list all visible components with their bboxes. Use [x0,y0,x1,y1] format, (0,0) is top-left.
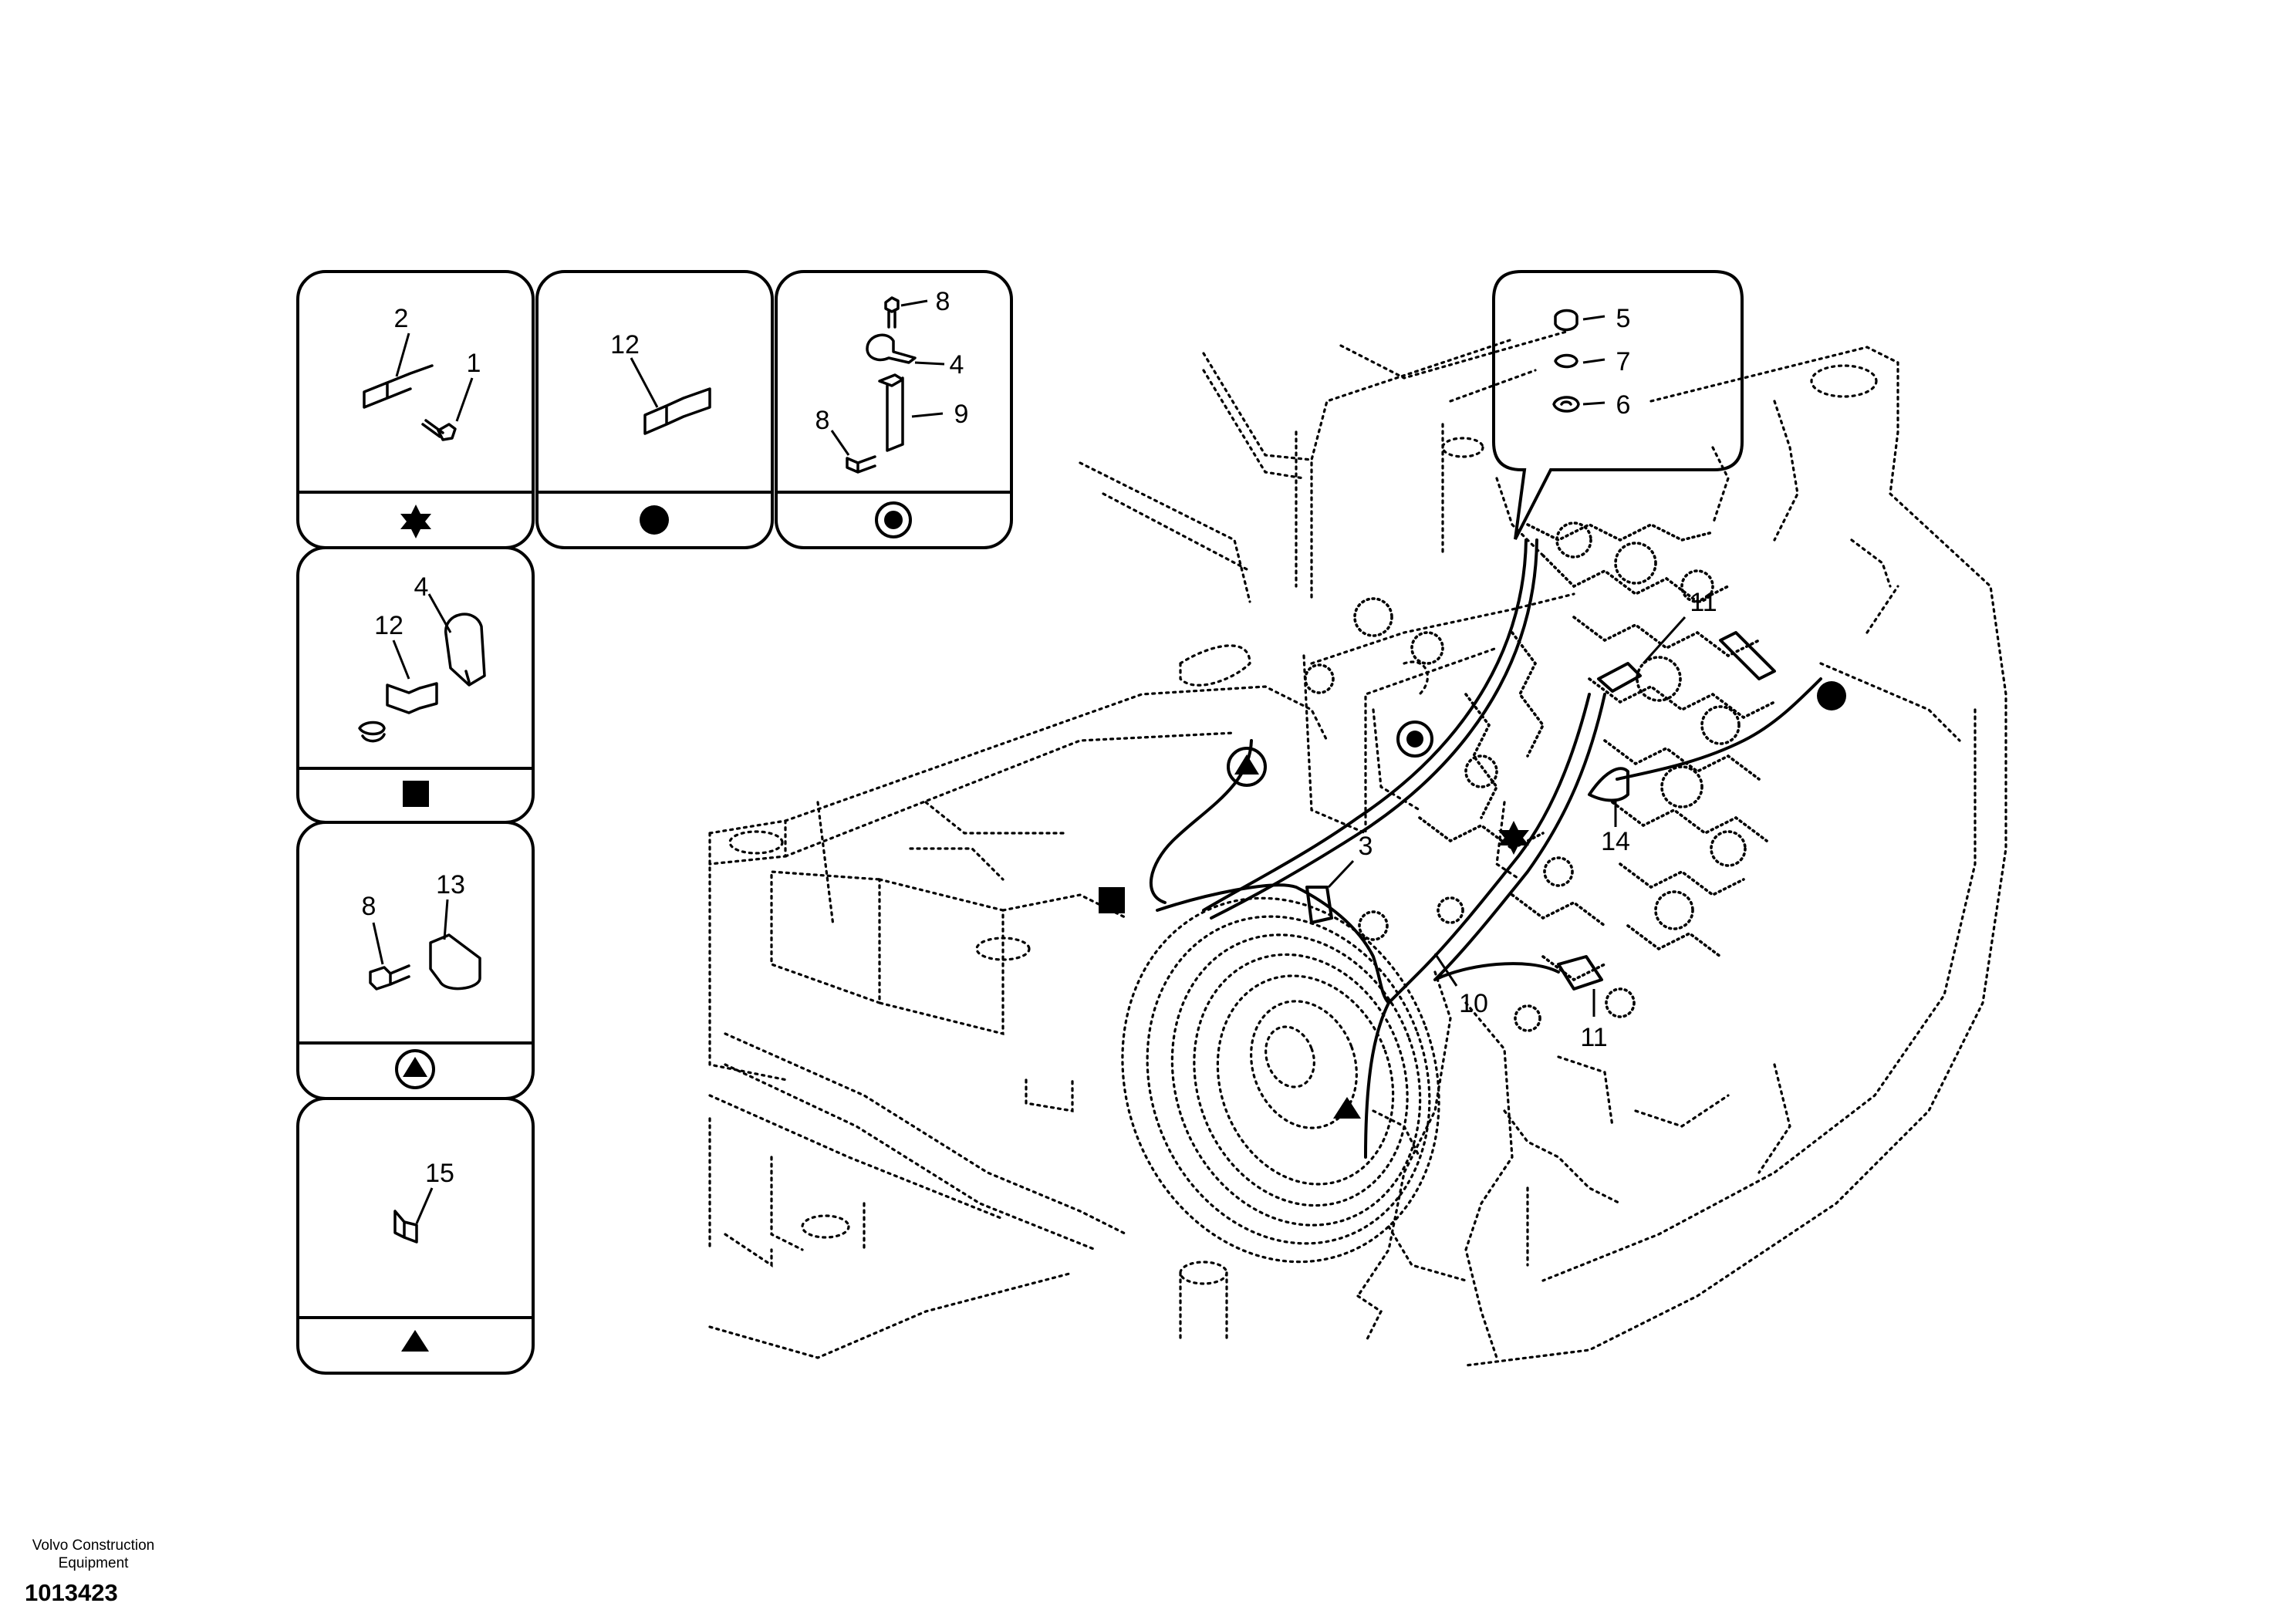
footer-company-name: Equipment [58,1555,129,1571]
filled-square-icon [403,781,429,807]
part-label: 13 [436,870,465,899]
bolt-part [369,964,410,991]
part-label: 7 [1616,347,1631,376]
bolt-part [884,296,900,329]
detail-panel-double-circle: 8 4 8 9 [775,270,1013,549]
machine-frame-illustration [708,330,2007,1367]
part-label: 5 [1616,304,1631,333]
bracket-part [363,364,434,409]
circle-in-circle-icon [875,501,912,538]
filled-triangle-icon [1333,1097,1361,1119]
part-label: 4 [414,572,429,602]
part-label: 12 [374,611,403,640]
part-label: 15 [425,1159,454,1188]
part-label: 8 [815,406,830,435]
detail-panel-circle-triangle: 8 13 [296,821,535,1100]
part-label: 4 [950,350,964,380]
detail-panel-triangle: 15 [296,1097,535,1375]
flywheel-illustration [1121,896,1440,1264]
circle-in-circle-icon [1396,721,1433,758]
part-label: 11 [1580,1023,1607,1052]
footer-company-name: Volvo Construction [32,1537,155,1554]
filled-circle-icon [1817,681,1846,710]
part-label: 6 [1616,390,1631,420]
clip-part [393,1210,418,1244]
filled-triangle-icon [401,1330,429,1352]
detail-panel-circle: 12 [535,270,774,549]
filled-square-icon [1099,887,1125,913]
triangle-in-circle-icon [1227,747,1267,787]
nut-callout-balloon: 5 7 6 [1492,270,1744,540]
clamp-part [866,333,917,364]
wiring-harness [1150,538,1822,1159]
part-label: 14 [1601,827,1630,856]
nut-part [358,721,386,743]
nut-part [1552,309,1580,413]
filled-circle-icon [640,505,669,535]
part-label: 8 [936,287,950,316]
bolt-part [846,455,876,474]
clamp-part [429,933,481,991]
star-icon [1498,821,1529,855]
main-view-labels: 11 3 14 10 11 [1327,588,1717,1052]
clamp-part [444,613,486,687]
part-label: 2 [394,304,409,333]
part-label: 10 [1459,989,1488,1018]
part-label: 3 [1359,832,1373,861]
footer-drawing-number: 1013423 [25,1579,118,1606]
bracket-part [386,682,438,714]
detail-panel-star: 2 1 [296,270,535,549]
part-label: 9 [954,400,969,429]
part-label: 12 [610,330,640,359]
part-label: 11 [1690,588,1717,617]
detail-panel-square: 4 12 [296,546,535,824]
part-label: 8 [362,892,376,921]
triangle-in-circle-icon [395,1049,435,1089]
star-icon [400,505,431,538]
bolt-part [421,419,457,441]
main-view-symbols [1099,681,1846,1119]
bracket-part [643,387,711,435]
part-label: 1 [467,349,481,378]
bracket-part [878,373,904,452]
